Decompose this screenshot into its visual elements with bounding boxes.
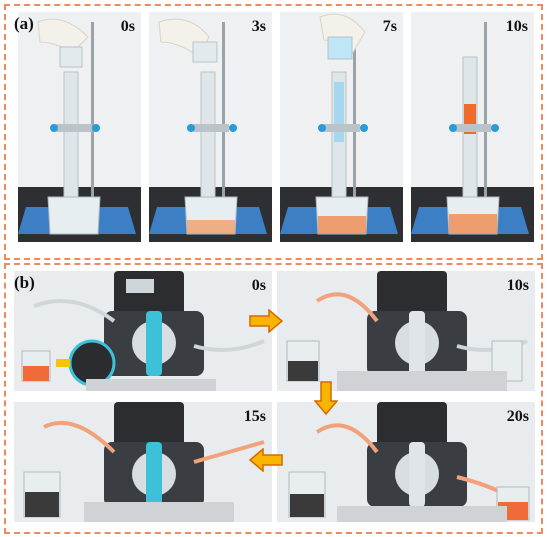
photo-frame-a-0s: 0s xyxy=(18,12,141,242)
photo-frame-a-7s: 7s xyxy=(280,12,403,242)
arrow-down-icon xyxy=(314,381,338,415)
time-label: 20s xyxy=(506,408,529,425)
photo-content xyxy=(149,12,272,242)
time-label: 10s xyxy=(506,277,529,294)
time-label: 15s xyxy=(243,408,266,425)
panel-b-label: (b) xyxy=(14,273,35,292)
time-label: 0s xyxy=(120,18,135,35)
photo-content xyxy=(277,402,535,522)
time-label: 10s xyxy=(505,18,528,35)
arrow-left-icon xyxy=(249,448,283,472)
panel-b: (b) 0s xyxy=(4,263,543,534)
photo-frame-b-20s: 20s xyxy=(277,402,535,522)
photo-content xyxy=(14,271,272,391)
time-label: 3s xyxy=(251,18,266,35)
photo-content xyxy=(277,271,535,391)
photo-content xyxy=(14,402,272,522)
time-label: 7s xyxy=(382,18,397,35)
photo-content xyxy=(280,12,403,242)
photo-frame-a-3s: 3s xyxy=(149,12,272,242)
photo-content xyxy=(411,12,534,242)
photo-content xyxy=(18,12,141,242)
time-label: 0s xyxy=(251,277,266,294)
panel-a: (a) 0s xyxy=(4,4,543,260)
photo-frame-b-15s: 15s xyxy=(14,402,272,522)
photo-frame-a-10s: 10s xyxy=(411,12,534,242)
arrow-right-icon xyxy=(249,309,283,333)
photo-frame-b-0s: 0s xyxy=(14,271,272,391)
photo-frame-b-10s: 10s xyxy=(277,271,535,391)
panel-a-label: (a) xyxy=(14,14,34,33)
